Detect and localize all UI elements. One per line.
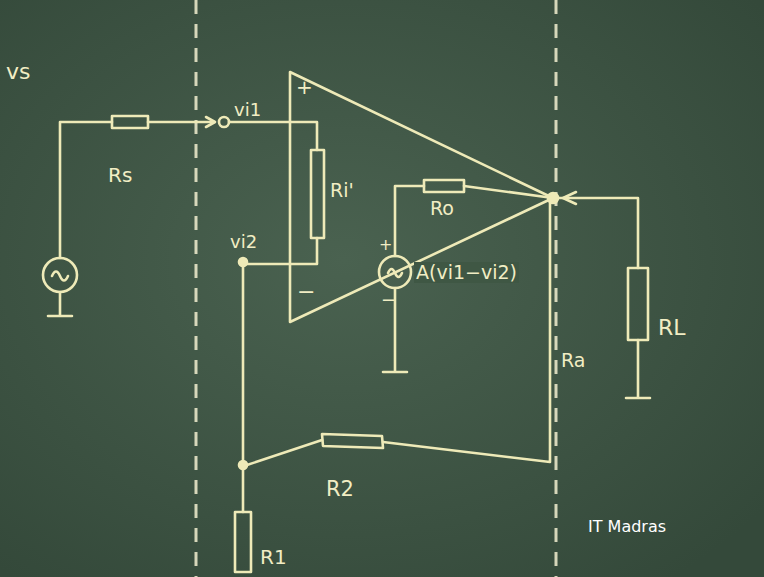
resistor-label: Rs: [108, 164, 132, 186]
resistor-label: Ra: [561, 350, 585, 371]
signal-name: vi1: [234, 100, 261, 120]
resistor-label: R2: [326, 478, 354, 501]
pin-sign: −: [381, 290, 396, 310]
wire: [247, 440, 322, 465]
wire: [395, 186, 424, 256]
wire: [558, 198, 638, 268]
watermark: IT Madras: [588, 518, 666, 536]
boundary-line: [195, 0, 198, 577]
source-symbol: [379, 256, 411, 288]
resistor-symbol: [424, 180, 464, 192]
opamp-triangle: [290, 72, 553, 322]
resistor-label: Ro: [430, 198, 454, 219]
wire: [383, 202, 550, 462]
pin-sign: −: [297, 280, 315, 304]
boundary-line: [555, 0, 558, 577]
source-symbol: [52, 272, 68, 281]
resistor-symbol: [311, 150, 324, 238]
resistor-label: R1: [260, 546, 287, 568]
resistor-symbol: [235, 512, 251, 572]
arrow-head: [563, 192, 576, 204]
source-label: A(vi1−vi2): [414, 262, 519, 283]
wire: [464, 186, 553, 198]
resistor-symbol: [322, 434, 383, 448]
signal-name: vs: [6, 60, 30, 84]
resistor-label: RL: [658, 316, 686, 340]
wire: [242, 469, 245, 512]
wire: [242, 266, 245, 465]
resistor-symbol: [112, 116, 148, 128]
wire: [229, 122, 317, 150]
ground-symbol: [626, 340, 650, 398]
source-symbol: [388, 269, 402, 277]
pin-sign: +: [379, 236, 392, 254]
resistor-label: Ri': [330, 180, 354, 201]
resistor-symbol: [628, 268, 648, 340]
wire: [60, 122, 112, 258]
ground-symbol: [48, 292, 72, 316]
signal-name: vi2: [230, 232, 257, 252]
arrow-head: [206, 117, 215, 127]
source-symbol: [43, 258, 77, 292]
wire: [148, 121, 214, 124]
pin-sign: +: [296, 76, 313, 98]
terminal: [219, 117, 229, 127]
